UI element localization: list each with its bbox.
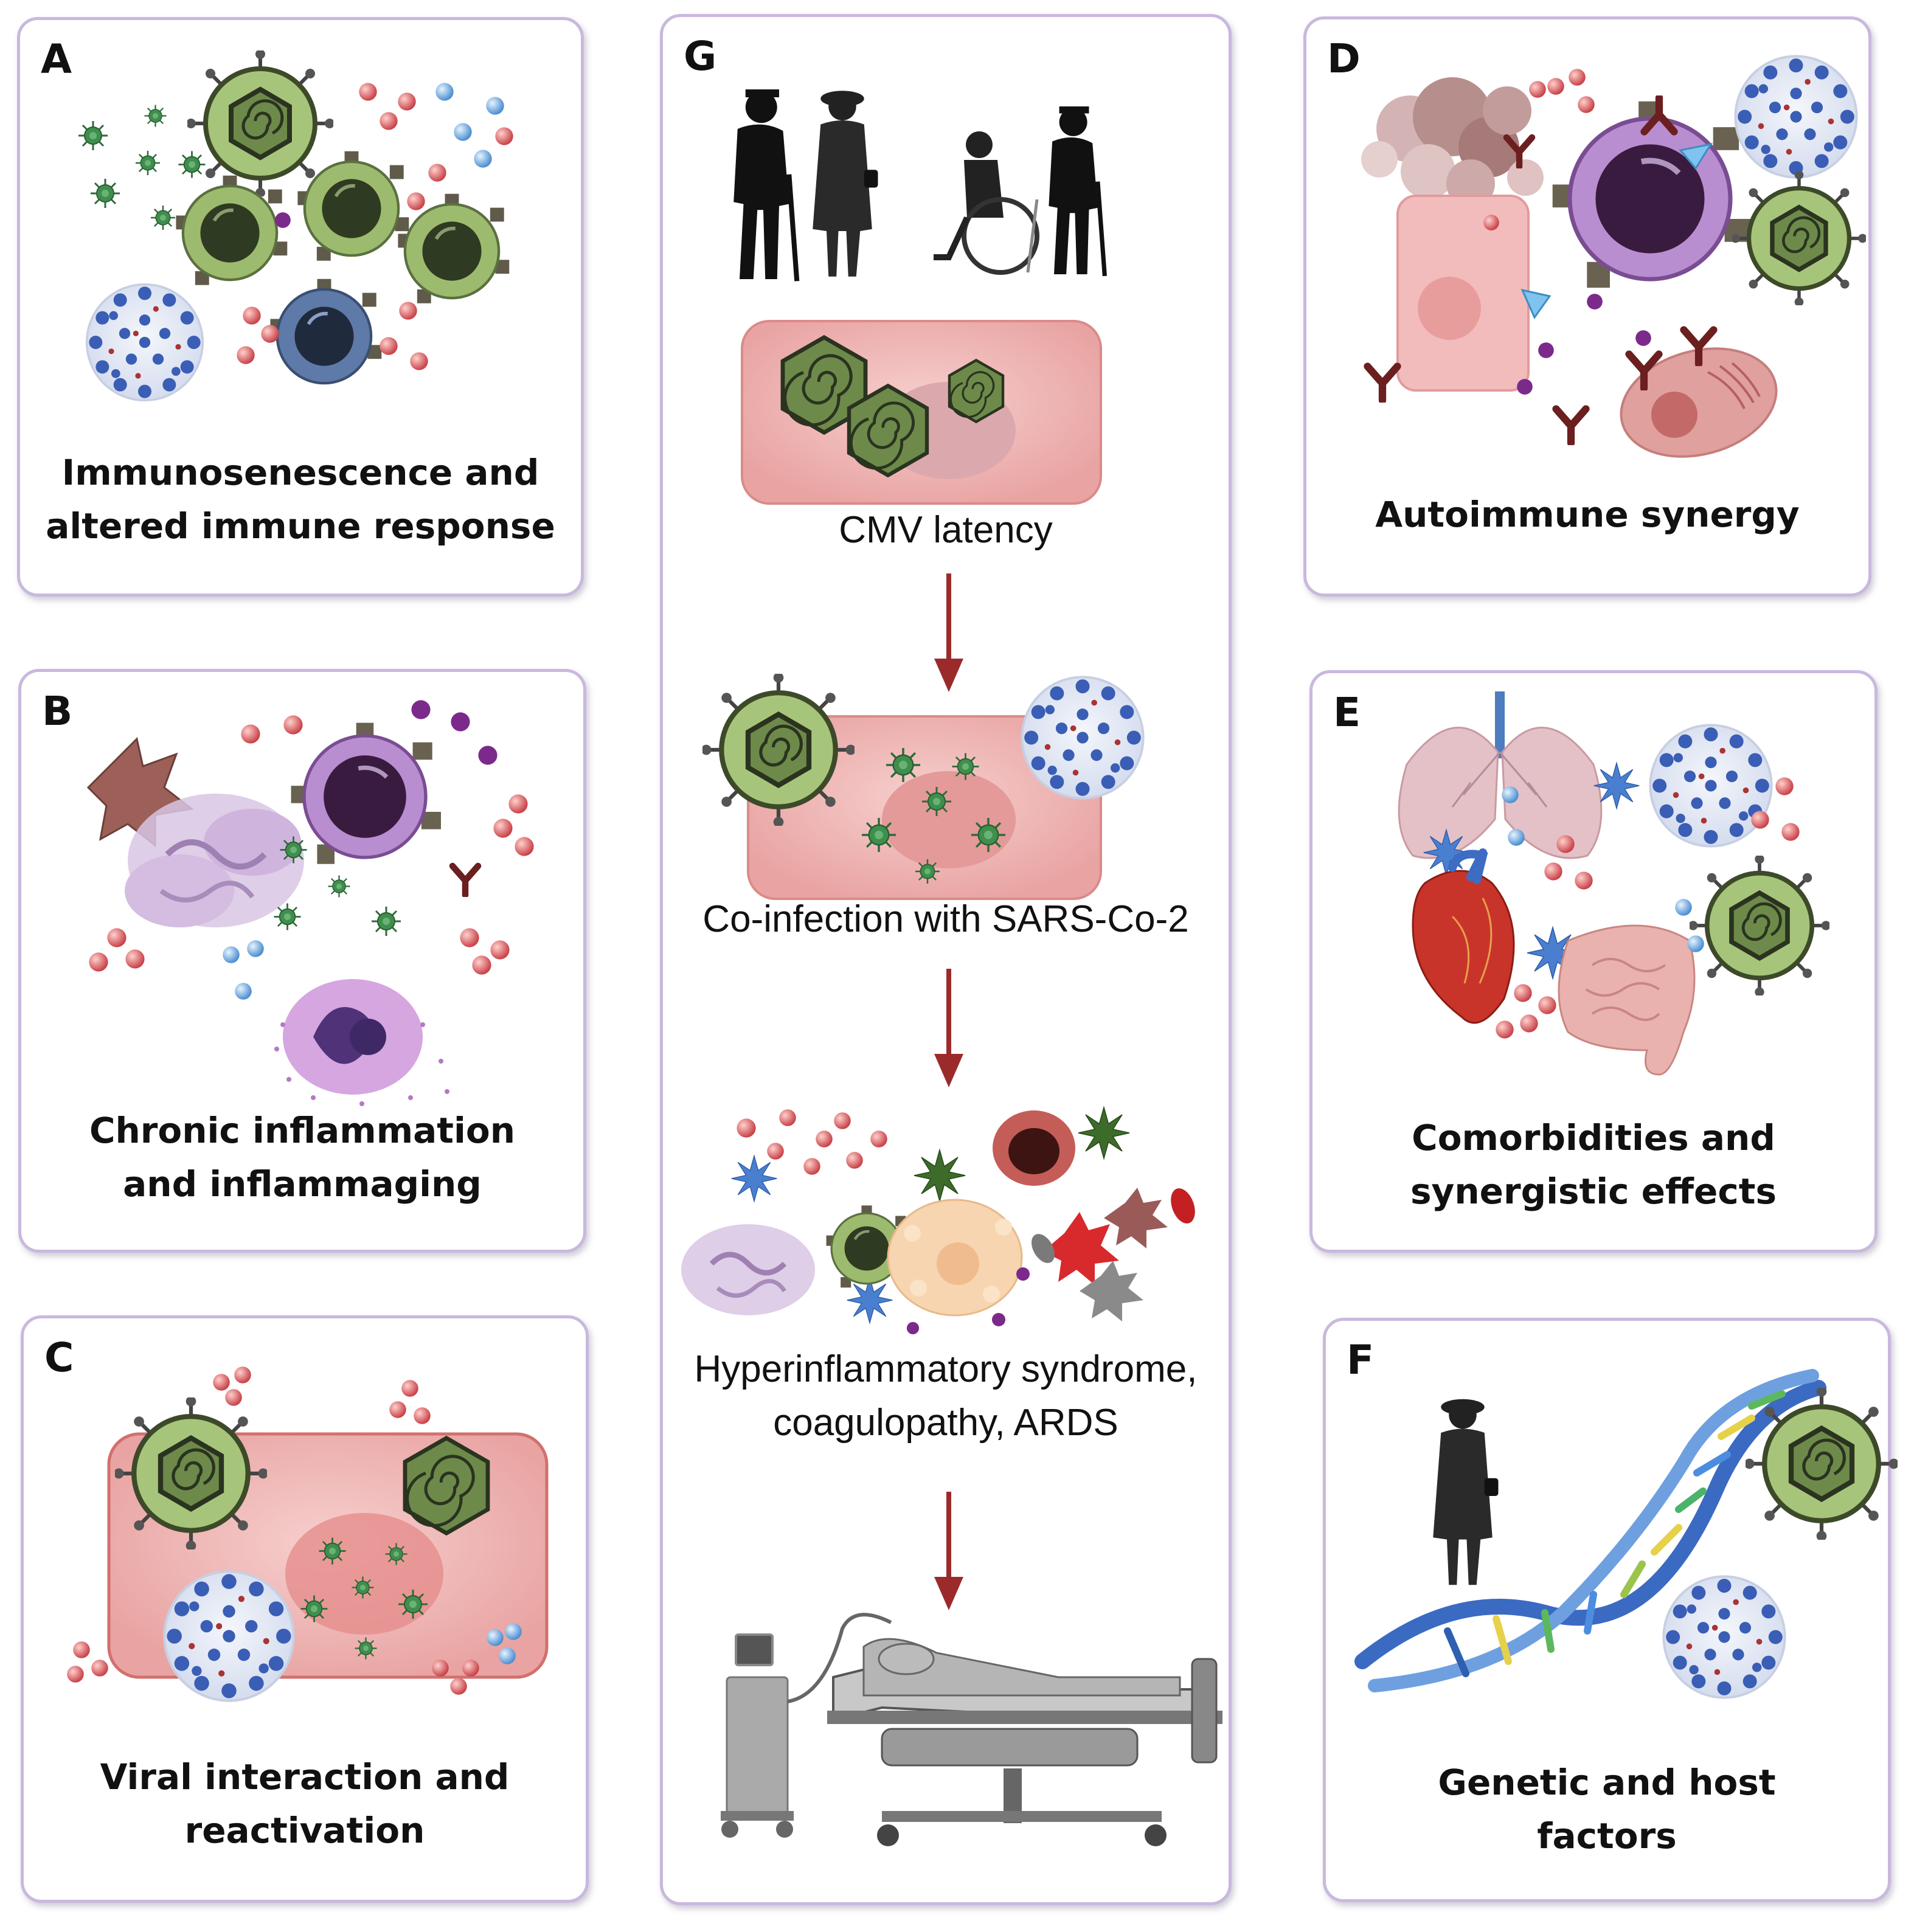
platelet-aggregate-icon [887, 1199, 1023, 1317]
plasma-cell-icon [291, 723, 441, 864]
dna-double-helix-icon [1354, 1369, 1826, 1692]
flow-arrow-2 [934, 969, 963, 1087]
panel-c-letter: C [44, 1334, 74, 1381]
panel-e: E Comorbidities and synergisti [1309, 670, 1878, 1253]
sars-cov-2-icon [1021, 676, 1145, 800]
elderly-people-icon [663, 17, 1235, 291]
lungs-icon [1398, 691, 1603, 859]
panel-d: D Autoimmune synergy [1303, 16, 1871, 597]
panel-f-caption: Genetic and host factors [1326, 1756, 1888, 1863]
icu-bed-ventilator-icon [721, 1613, 1222, 1846]
panel-f: F Genetic and host factors [1323, 1318, 1891, 1902]
panel-e-letter: E [1333, 689, 1361, 736]
heart-icon [1412, 848, 1515, 1024]
panel-a-illustration [77, 20, 513, 402]
b-cell-icon [270, 279, 381, 383]
red-blood-cell-icon [993, 1110, 1075, 1186]
panel-b-illustration [86, 700, 534, 1106]
small-virus-icon [144, 104, 167, 128]
mitochondrion-icon [1620, 347, 1778, 458]
t-cell-icon [297, 151, 409, 261]
t-cell-icon [398, 194, 509, 303]
activated-platelets-icon [1032, 1188, 1195, 1321]
small-virus-icon [134, 150, 161, 176]
cmv-capsid-icon [849, 386, 927, 475]
panel-g: G CMV latency Co-infection [660, 14, 1232, 1905]
sars-cov-2-icon [1649, 724, 1773, 848]
plasma-cell-icon [1553, 102, 1750, 288]
panel-f-caption-line1: Genetic and host [1438, 1762, 1776, 1803]
panel-f-letter: F [1347, 1337, 1375, 1383]
macrophage-icon [283, 979, 423, 1095]
step-co-infection: Co-infection with SARS-Co-2 [702, 898, 1189, 940]
t-cell-icon [176, 176, 287, 285]
panel-f-caption-line2: factors [1537, 1815, 1677, 1857]
co-infection-cell-icon [663, 668, 1145, 900]
cmv-capsid-icon [405, 1438, 488, 1533]
panel-a-caption-line2: altered immune response [46, 505, 555, 547]
antibody-icon [452, 866, 478, 895]
panel-e-illustration [1398, 691, 1881, 1076]
nucleus-icon [285, 1513, 443, 1635]
panel-e-caption-line2: synergistic effects [1410, 1171, 1777, 1212]
ventilator-icon [721, 1613, 892, 1838]
step-hyperinflammatory: Hyperinflammatory syndrome, coagulopathy… [663, 1343, 1229, 1450]
panel-c-caption-line2: reactivation [184, 1810, 425, 1851]
step-hyperinflammatory-line2: coagulopathy, ARDS [773, 1402, 1118, 1444]
flow-arrow-1 [934, 573, 963, 692]
panel-b-letter: B [42, 688, 73, 735]
apoptotic-cell-fragments [1361, 77, 1544, 208]
cmv-virus-icon [114, 1396, 268, 1551]
panel-b-caption-line2: and inflammaging [123, 1163, 482, 1205]
panel-d-illustration [1361, 55, 1874, 458]
hospital-bed-icon [827, 1638, 1222, 1846]
sars-cov-2-icon [1662, 1575, 1786, 1699]
panel-c-caption: Viral interaction and reactivation [24, 1750, 586, 1857]
cmv-virus-icon [1731, 170, 1867, 306]
step-hyperinflammatory-line1: Hyperinflammatory syndrome, [694, 1348, 1198, 1390]
panel-d-letter: D [1327, 35, 1361, 82]
panel-e-caption: Comorbidities and synergistic effects [1312, 1111, 1874, 1218]
wheelchair-icon [934, 131, 1039, 275]
small-virus-icon [150, 204, 176, 231]
cmv-virus-icon [701, 673, 856, 827]
cmv-virus-icon [1744, 1387, 1899, 1541]
sars-cov-2-icon [85, 283, 204, 402]
panel-a-letter: A [41, 36, 72, 83]
panel-f-illustration [1354, 1369, 1894, 1699]
intestines-icon [1558, 924, 1696, 1076]
small-virus-icon [178, 150, 206, 179]
neutrophil-cluster [125, 794, 304, 927]
panel-b: B [18, 669, 586, 1253]
panel-d-caption: Autoimmune synergy [1306, 488, 1868, 541]
panel-g-letter: G [684, 33, 717, 80]
sars-cov-2-icon [1734, 55, 1858, 179]
small-virus-icon [77, 120, 109, 151]
panel-e-caption-line1: Comorbidities and [1412, 1117, 1775, 1158]
panel-a: A Immunosenescence and altered immune re… [17, 17, 584, 597]
elderly-woman-icon [1433, 1399, 1499, 1585]
cmv-latency-cell-icon [741, 320, 1102, 505]
sars-cov-2-icon [164, 1571, 293, 1700]
panel-a-caption: Immunosenescence and altered immune resp… [20, 446, 581, 553]
panel-c: C Viral interaction and reactivation [21, 1315, 589, 1903]
small-virus-icon [89, 178, 121, 209]
cmv-virus-icon [1688, 854, 1831, 997]
cmv-virus-icon [186, 49, 335, 198]
panel-a-caption-line1: Immunosenescence and [61, 452, 539, 493]
panel-d-caption-line1: Autoimmune synergy [1375, 494, 1800, 535]
panel-b-caption-line1: Chronic inflammation [89, 1110, 516, 1151]
hyperinflammation-illustration [681, 1107, 1195, 1335]
step-cmv-latency: CMV latency [839, 509, 1053, 551]
panel-c-caption-line1: Viral interaction and [100, 1756, 510, 1798]
flow-arrow-3 [934, 1492, 963, 1610]
antibody-icon [1556, 409, 1586, 443]
cmv-capsid-icon [949, 360, 1003, 421]
antibody-icon [1368, 367, 1398, 401]
panel-c-illustration [67, 1366, 549, 1744]
panel-b-caption: Chronic inflammation and inflammaging [21, 1104, 583, 1211]
